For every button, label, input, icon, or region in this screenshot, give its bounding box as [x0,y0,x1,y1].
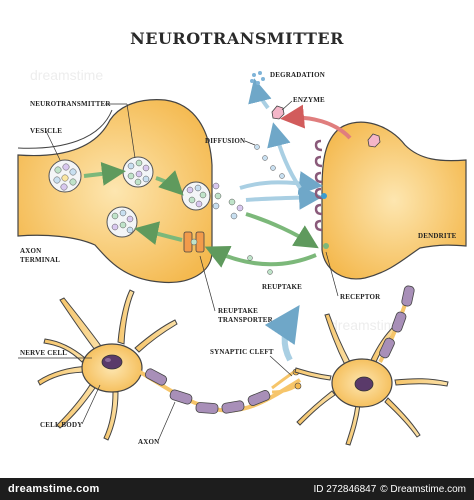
dendrite-shape [321,121,467,280]
vesicle-fusion-arrow [155,170,184,196]
watermark: dreamstime [330,317,403,333]
label-diffusion: DIFFUSION [205,137,245,145]
label-reuptake: REUPTAKE [262,283,302,291]
footer-meta: ID 272846847 © Dreamstime.com [313,484,474,495]
label-dendrite: DENDRITE [418,232,457,240]
label-reuptake-transporter-line1: REUPTAKE [218,307,258,315]
leader-line [269,355,293,377]
left-cell-body [81,343,143,393]
label-axon-terminal-line1: AXON [20,247,41,255]
leader-line [157,401,176,442]
watermark: dreamstime [30,67,103,83]
enzyme-release-arrow [280,104,352,140]
to-enzyme-arrow [267,122,302,190]
enzyme-icon [271,105,285,120]
label-degradation: DEGRADATION [270,71,325,79]
recycle-arrow [134,221,183,245]
degradation-product-icon [250,71,265,85]
diffusion-arrow-1 [239,171,323,196]
label-cell-body: CELL BODY [40,421,82,429]
page-title: NEUROTRANSMITTER [130,29,344,48]
label-axon: AXON [138,438,159,446]
vesicle-1 [48,159,82,193]
leader-line [126,103,136,159]
axon-with-myelin [138,368,302,414]
left-neuron-dendrites [37,289,178,441]
footer-logo: dreamstime.com [8,483,100,495]
diffusion-arrow-2 [245,185,323,210]
label-axon-terminal-line2: TERMINAL [20,256,60,264]
label-nerve-cell: NERVE CELL [20,349,67,357]
label-neurotransmitter: NEUROTRANSMITTER [30,100,111,108]
reuptake-arrow [204,245,317,268]
to-degradation-arrow [248,78,272,110]
label-enzyme: ENZYME [293,96,325,104]
label-reuptake-transporter-line2: TRANSPORTER [218,316,274,324]
vesicle-transport-arrow [83,161,126,186]
fusing-vesicle [181,181,211,211]
footer-bar: dreamstime.com ID 272846847 © Dreamstime… [0,478,474,500]
copyright: © Dreamstime.com [380,483,466,495]
right-cell-body [331,358,393,408]
leader-line [244,140,256,146]
reuptake-transporter [183,231,205,253]
watermark-layer: dreamstime dreamstime [30,67,403,333]
released-neurotransmitters [212,182,244,220]
receptors [314,139,329,249]
reuptake-dots [247,255,273,275]
image-id: ID 272846847 [313,483,377,495]
label-receptor: RECEPTOR [340,293,381,301]
vesicle-3 [106,206,138,238]
leader-line [45,130,61,161]
vesicle-2 [122,156,154,188]
label-synaptic-cleft: SYNAPTIC CLEFT [210,348,274,356]
leader-line [81,384,101,425]
enzyme-source-icon [367,133,381,148]
zoom-arrow [264,305,300,362]
right-axon [378,285,415,363]
diffusion-arrow-3 [245,212,319,249]
leader-line [199,255,216,312]
diffusion-trail [254,144,285,179]
leader-line [325,251,339,297]
leader-line [281,100,293,111]
